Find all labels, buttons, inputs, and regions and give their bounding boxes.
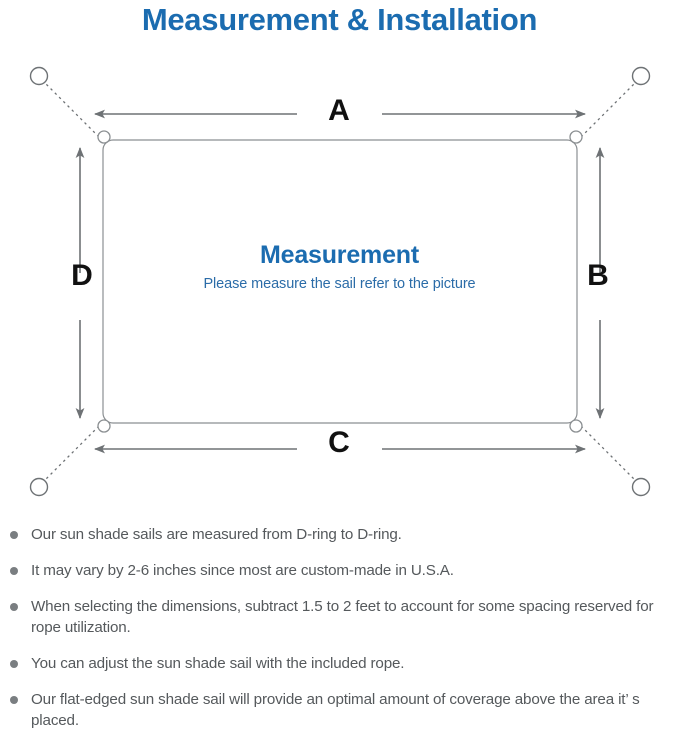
list-item: When selecting the dimensions, subtract … <box>0 596 679 638</box>
dotted-rope-line <box>42 80 638 483</box>
page-title: Measurement & Installation <box>141 2 538 37</box>
dimension-label-b: B <box>587 259 609 292</box>
list-item-text: Our flat-edged sun shade sail will provi… <box>31 691 640 729</box>
list-item-text: Our sun shade sails are measured from D-… <box>31 526 402 543</box>
list-item: You can adjust the sun shade sail with t… <box>0 653 679 674</box>
bullet-icon <box>10 696 18 704</box>
bullet-icon <box>10 603 18 611</box>
notes-list: Our sun shade sails are measured from D-… <box>0 524 679 731</box>
list-item: Our flat-edged sun shade sail will provi… <box>0 689 679 731</box>
dimension-label-c: C <box>328 426 350 459</box>
list-item: Our sun shade sails are measured from D-… <box>0 524 679 545</box>
dimension-label-a: A <box>328 94 350 127</box>
d-ring-icon <box>97 130 583 433</box>
list-item-text: When selecting the dimensions, subtract … <box>31 598 654 636</box>
dimension-label-d: D <box>71 259 93 292</box>
bullet-icon <box>10 567 18 575</box>
diagram-svg <box>29 66 651 497</box>
list-item-text: It may vary by 2-6 inches since most are… <box>31 562 454 579</box>
shade-sail-rectangle <box>102 139 578 424</box>
bullet-icon <box>10 531 18 539</box>
anchor-circle-icon <box>29 66 651 497</box>
list-item: It may vary by 2-6 inches since most are… <box>0 560 679 581</box>
list-item-text: You can adjust the sun shade sail with t… <box>31 655 405 672</box>
measurement-diagram <box>0 48 679 513</box>
bullet-icon <box>10 660 18 668</box>
